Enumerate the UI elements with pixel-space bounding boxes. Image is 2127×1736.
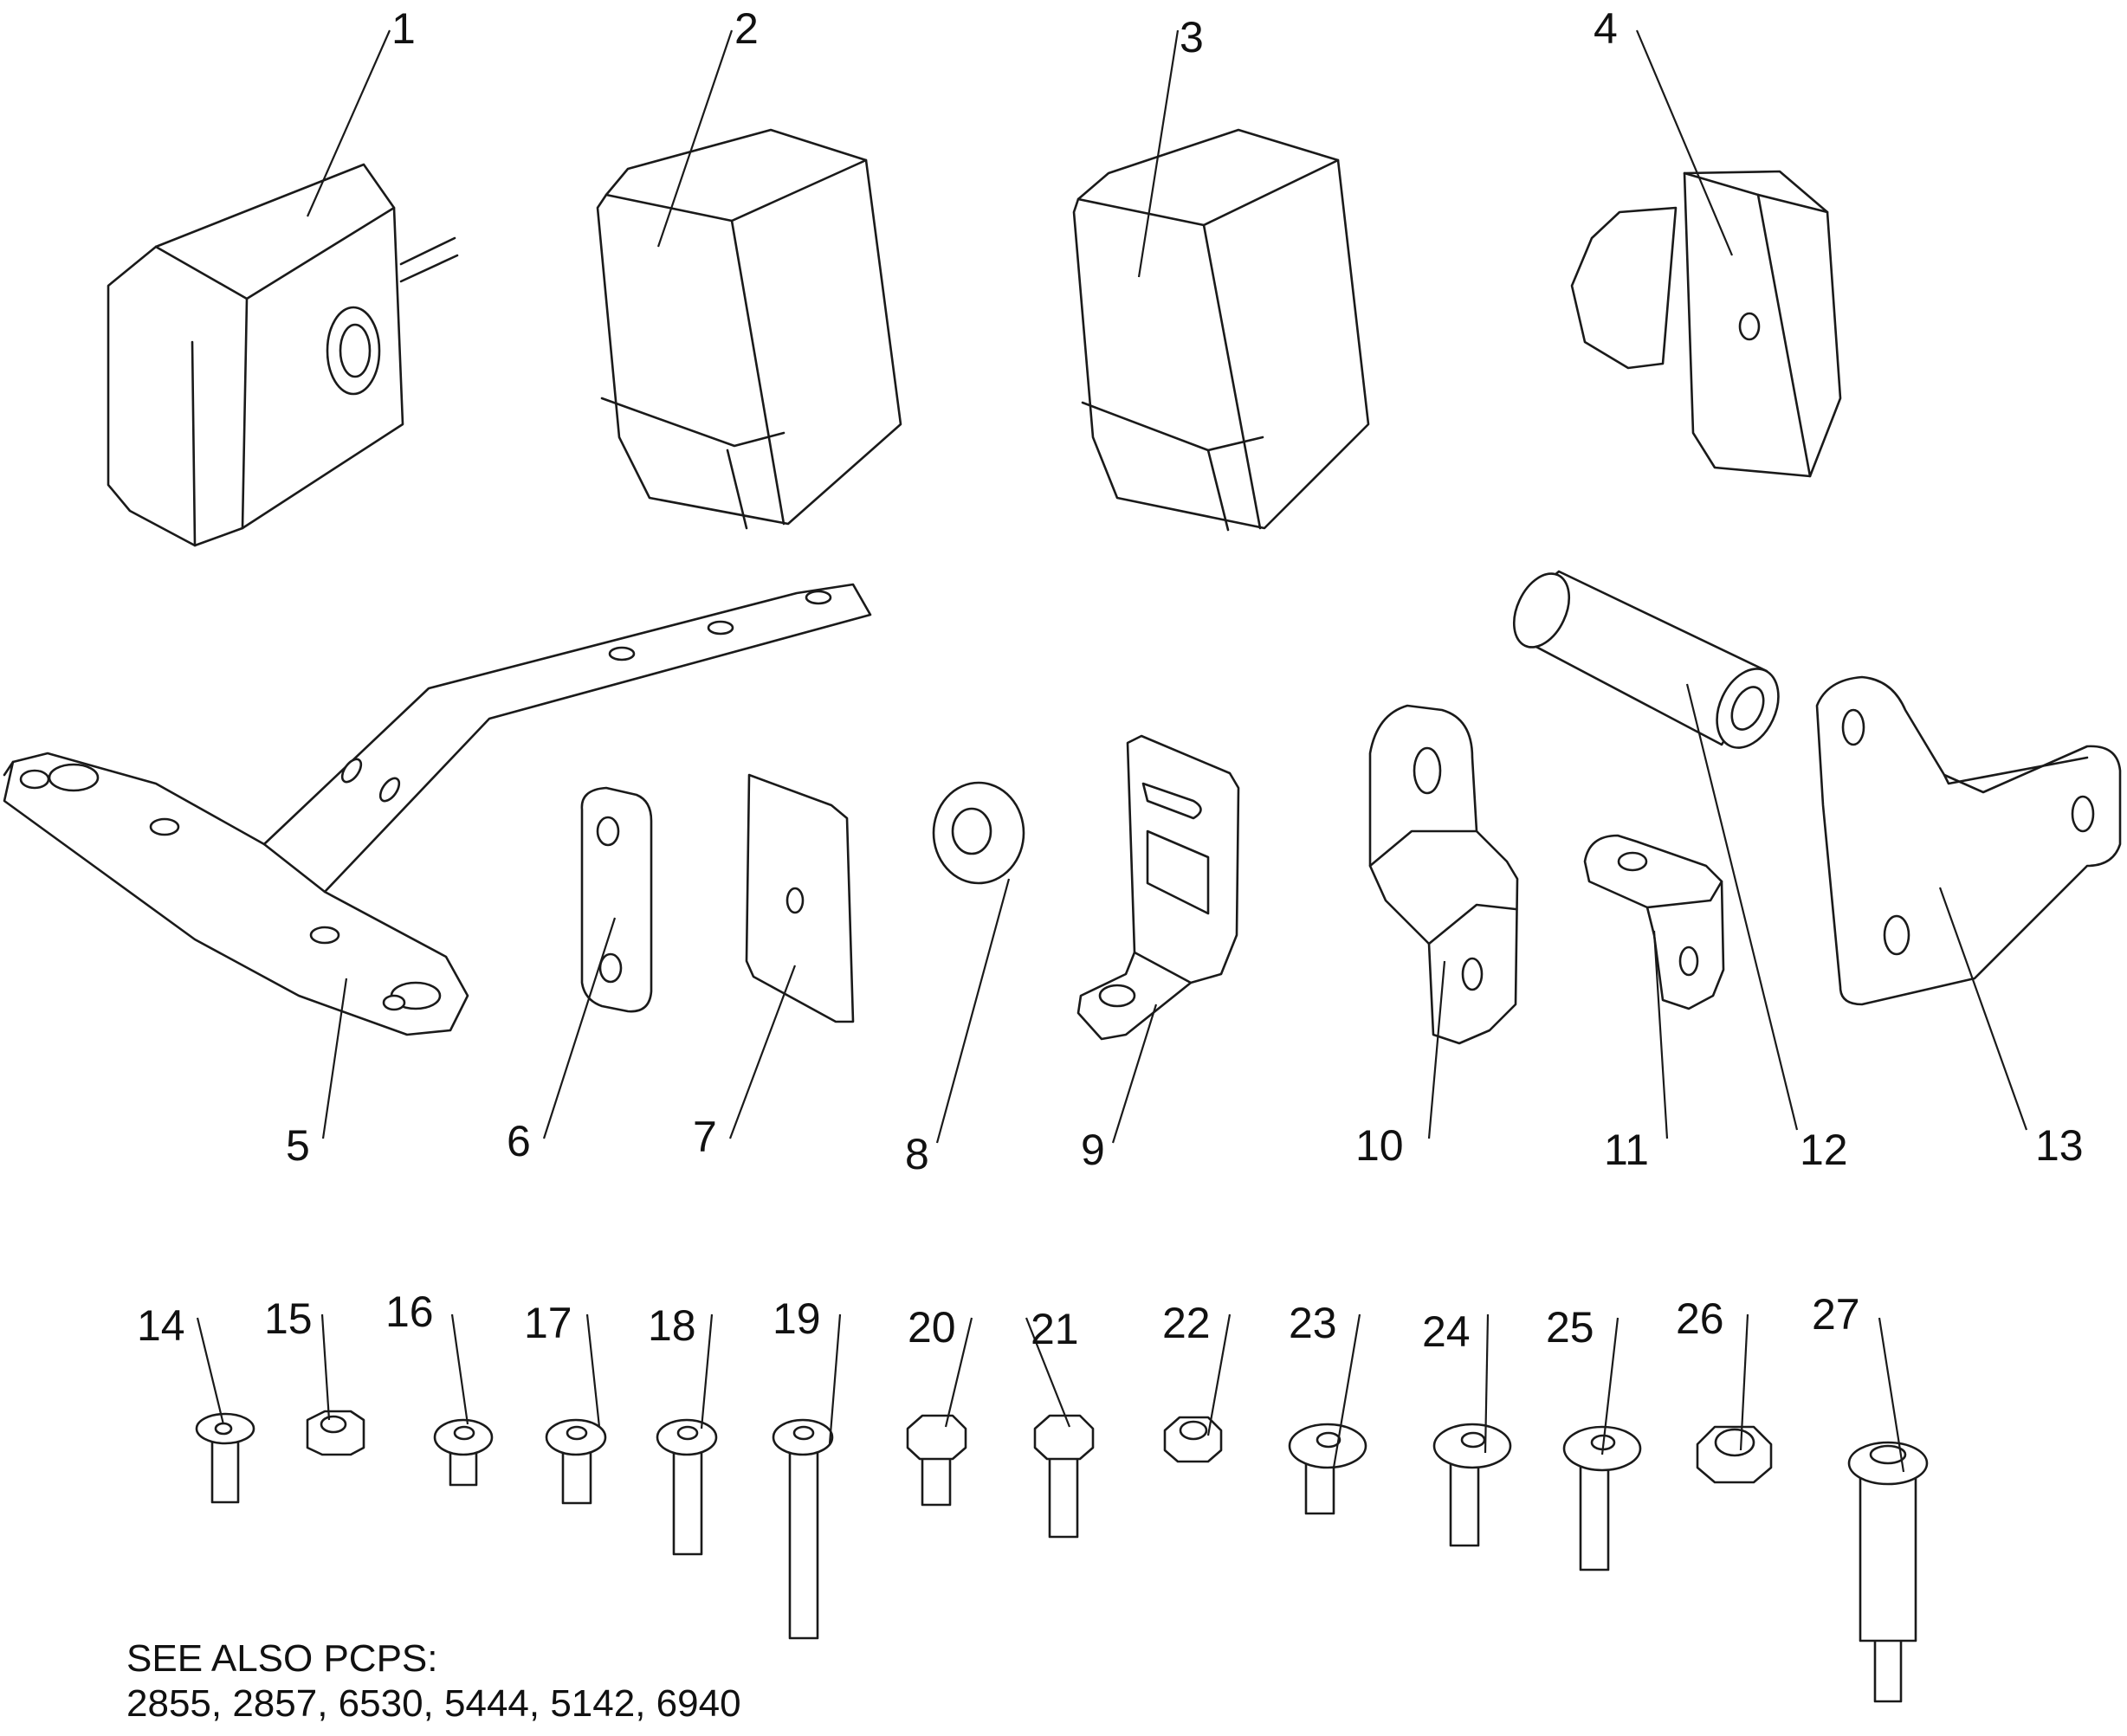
part-15-nut <box>306 1410 365 1456</box>
callout-22: 22 <box>1162 1299 1211 1347</box>
leader-18 <box>700 1313 714 1429</box>
leader-24 <box>1484 1313 1490 1454</box>
leader-4 <box>1635 29 1734 256</box>
part-9-l-bracket <box>1076 734 1240 1041</box>
part-26-nut <box>1696 1425 1773 1484</box>
see-also-part-numbers: 2855, 2857, 6530, 5444, 5142, 6940 <box>126 1682 741 1725</box>
part-11-angle-bracket <box>1583 834 1725 1010</box>
part-8-washer <box>932 781 1025 885</box>
callout-9: 9 <box>1081 1126 1105 1174</box>
part-17-button-screw <box>545 1418 607 1505</box>
leader-23 <box>1332 1313 1361 1468</box>
leader-lines <box>196 29 2028 1473</box>
leader-25 <box>1600 1317 1619 1455</box>
part-20-hex-bolt <box>906 1414 967 1507</box>
part-10-offset-bracket <box>1368 704 1519 1045</box>
see-also-note: SEE ALSO PCPS: 2855, 2857, 6530, 5444, 5… <box>126 1636 741 1726</box>
callout-13: 13 <box>2035 1121 2084 1170</box>
callout-18: 18 <box>648 1301 696 1350</box>
callout-15: 15 <box>264 1294 313 1343</box>
leader-21 <box>1025 1317 1071 1428</box>
part-5-main-bracket <box>3 583 872 1036</box>
leader-26 <box>1739 1313 1749 1451</box>
leader-5 <box>321 978 348 1139</box>
leader-14 <box>196 1317 225 1425</box>
part-27-shoulder-bolt <box>1847 1441 1929 1703</box>
callout-16: 16 <box>385 1287 434 1336</box>
part-25-button-screw <box>1562 1425 1642 1571</box>
leader-11 <box>1652 930 1669 1139</box>
leader-12 <box>1685 683 1799 1131</box>
callout-2: 2 <box>734 4 759 53</box>
part-6-link-plate <box>580 786 653 1013</box>
callout-14: 14 <box>137 1301 185 1350</box>
leader-2 <box>656 29 734 248</box>
callout-3: 3 <box>1180 13 1204 61</box>
callout-23: 23 <box>1289 1299 1337 1347</box>
part-7-pad-plate <box>745 773 855 1023</box>
leader-27 <box>1878 1317 1905 1473</box>
callout-6: 6 <box>507 1117 531 1165</box>
callout-24: 24 <box>1422 1307 1471 1356</box>
part-21-hex-bolt <box>1033 1414 1095 1539</box>
callout-1: 1 <box>391 4 416 53</box>
part-23-button-screw <box>1288 1423 1367 1515</box>
see-also-heading: SEE ALSO PCPS: <box>126 1637 438 1680</box>
callout-5: 5 <box>286 1121 310 1170</box>
callout-8: 8 <box>905 1130 929 1178</box>
leader-9 <box>1111 1004 1158 1144</box>
part-16-button-screw <box>433 1418 494 1487</box>
leader-20 <box>944 1317 973 1428</box>
part-13-mounting-plate <box>1815 675 2122 1006</box>
part-1-light-housing <box>107 163 459 547</box>
leader-22 <box>1206 1313 1232 1436</box>
leader-15 <box>320 1313 331 1421</box>
part-18-button-screw <box>656 1418 718 1556</box>
callout-21: 21 <box>1031 1305 1079 1353</box>
callout-19: 19 <box>773 1294 821 1343</box>
callout-12: 12 <box>1800 1126 1848 1174</box>
part-24-button-screw <box>1432 1423 1512 1547</box>
callout-4: 4 <box>1594 4 1618 53</box>
part-4-light-housing <box>1570 170 1842 478</box>
leader-10 <box>1427 960 1446 1139</box>
part-3-light-housing <box>1072 128 1370 532</box>
part-14-flat-screw <box>195 1412 255 1504</box>
callout-7: 7 <box>693 1113 717 1161</box>
leader-6 <box>542 917 617 1139</box>
callout-25: 25 <box>1546 1303 1594 1352</box>
leader-16 <box>450 1313 469 1425</box>
callout-17: 17 <box>524 1299 572 1347</box>
part-19-button-screw <box>772 1418 834 1640</box>
leader-19 <box>828 1313 842 1445</box>
leader-8 <box>935 878 1011 1144</box>
leader-1 <box>306 29 391 217</box>
leader-3 <box>1137 29 1180 278</box>
part-2-light-housing <box>596 128 902 530</box>
part-22-nut <box>1163 1416 1223 1463</box>
callout-27: 27 <box>1812 1290 1860 1339</box>
callout-10: 10 <box>1355 1121 1404 1170</box>
callout-11: 11 <box>1604 1126 1649 1174</box>
callout-20: 20 <box>908 1303 956 1352</box>
leader-13 <box>1938 887 2028 1131</box>
callout-26: 26 <box>1676 1294 1724 1343</box>
leader-7 <box>728 965 797 1139</box>
leader-17 <box>585 1313 601 1428</box>
callout-numbers: 1 2 3 4 5 6 7 8 9 10 11 12 13 14 15 16 1… <box>137 4 2084 1356</box>
part-12-spacer-tube <box>1512 570 1780 749</box>
